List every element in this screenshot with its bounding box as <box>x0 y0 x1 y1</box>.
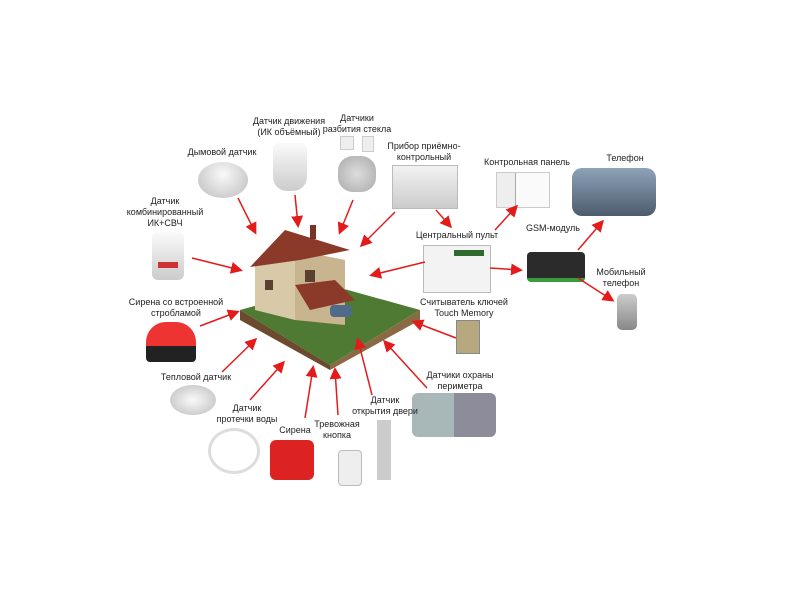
label-line: периметра <box>437 381 483 391</box>
house-illustration <box>235 225 425 370</box>
touch-memory-reader-image <box>456 320 480 354</box>
label-line: Датчик <box>232 403 262 413</box>
label-line: телефон <box>602 278 640 288</box>
label-control-unit: Прибор приёмно-контрольный <box>387 141 460 163</box>
arrow-motion <box>291 194 304 228</box>
label-line: Мобильный <box>596 267 646 277</box>
arrow-panic <box>329 367 342 416</box>
heat-detector-image <box>170 385 216 415</box>
arrow-glass <box>337 199 354 235</box>
telephone-image <box>572 168 656 216</box>
arrow-strobe-siren <box>199 309 240 327</box>
label-line: Прибор приёмно- <box>387 141 461 151</box>
control-unit-image <box>392 165 458 209</box>
central-console-image <box>423 245 491 293</box>
label-line: Датчик <box>370 395 400 405</box>
label-line: Датчик <box>150 196 180 206</box>
panic-button-image <box>338 450 362 486</box>
arrow-touch-memory <box>411 319 457 339</box>
label-line: (ИК объёмный) <box>257 127 321 137</box>
label-line: Считыватель ключей <box>420 297 508 307</box>
arrow-console-to-gsm <box>489 263 523 276</box>
label-line: контрольный <box>396 152 452 162</box>
arrow-siren <box>304 365 318 419</box>
label-line: Датчики <box>340 113 374 123</box>
label-line: протечки воды <box>216 414 278 424</box>
arrow-water <box>249 360 285 401</box>
gsm-module-image <box>527 252 585 282</box>
label-gsm-module: GSM-модуль <box>526 223 580 233</box>
control-panel-image <box>496 172 550 208</box>
label-line: Датчики охраны <box>426 370 494 380</box>
glass-break-sensors-image <box>338 136 378 196</box>
arrow-gsm-to-mobile <box>577 277 615 302</box>
label-line: Датчик движения <box>252 116 326 126</box>
arrow-console-to-panel <box>494 204 519 231</box>
combined-detector-image <box>152 232 184 280</box>
label-telephone: Телефон <box>606 153 644 163</box>
arrow-control-unit-to-console <box>435 209 452 229</box>
arrow-door <box>354 337 373 396</box>
arrow-gsm-to-phone <box>577 219 604 251</box>
label-line: открытия двери <box>352 406 418 416</box>
label-motion-detector: Датчик движения(ИК объёмный) <box>253 116 325 138</box>
perimeter-sensors-image <box>412 393 496 437</box>
arrow-control-unit <box>359 211 396 248</box>
water-leak-sensor-image <box>208 428 260 474</box>
label-control-panel: Контрольная панель <box>484 157 570 167</box>
label-heat-detector: Тепловой датчик <box>160 372 232 382</box>
door-sensor-image <box>377 420 391 480</box>
arrow-heat <box>221 337 258 373</box>
label-smoke-detector: Дымовой датчик <box>187 147 257 157</box>
label-line: стробламой <box>151 308 201 318</box>
smoke-detector-image <box>198 162 248 198</box>
arrow-combined <box>191 257 243 274</box>
arrow-console-to-house <box>369 261 426 279</box>
label-central-console: Центральный пульт <box>415 230 499 240</box>
strobe-siren-image <box>146 322 196 362</box>
label-line: Тревожная <box>314 419 360 429</box>
label-line: Сирена со встроенной <box>128 297 224 307</box>
arrow-smoke <box>237 197 257 235</box>
label-line: комбинированный <box>126 207 204 217</box>
label-line: Touch Memory <box>434 308 494 318</box>
label-siren: Сирена <box>279 425 311 435</box>
label-line: ИК+СВЧ <box>147 218 183 228</box>
arrow-perimeter <box>382 339 428 389</box>
motion-detector-image <box>273 143 307 191</box>
label-line: разбития стекла <box>322 124 392 134</box>
siren-image <box>270 440 314 480</box>
mobile-phone-image <box>617 294 637 330</box>
label-line: кнопка <box>323 430 351 440</box>
